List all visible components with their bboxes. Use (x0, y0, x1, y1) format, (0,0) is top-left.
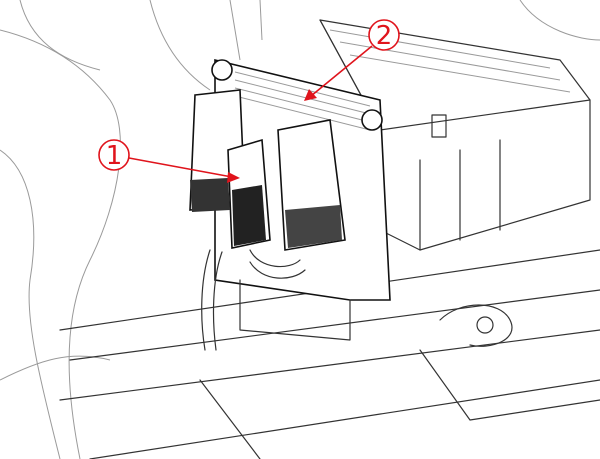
callout-2: 2 (304, 19, 400, 101)
callout-1-number: 1 (106, 141, 123, 171)
callout-2-number: 2 (376, 21, 393, 51)
connectors (189, 89, 346, 351)
battery (319, 19, 591, 251)
callout-1: 1 (98, 139, 240, 183)
